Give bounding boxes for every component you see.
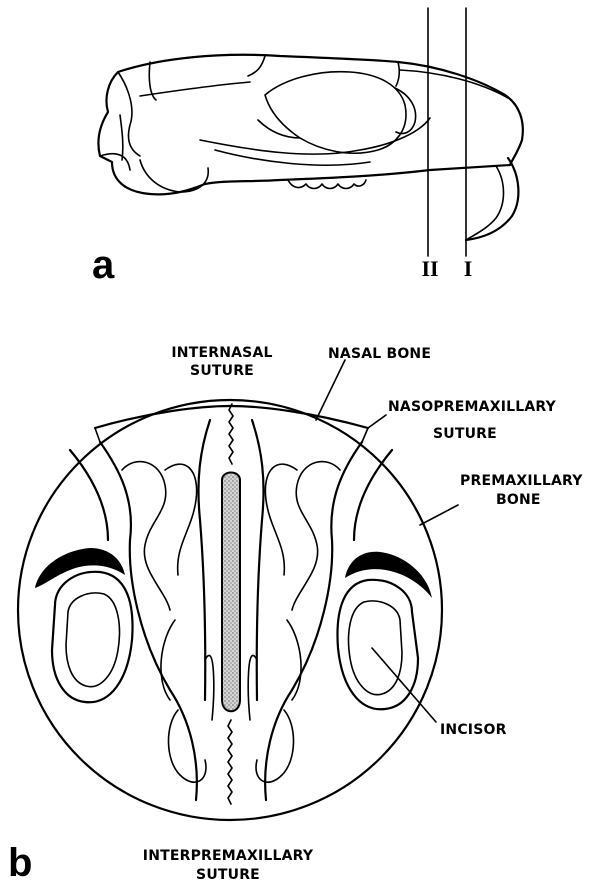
cross-section-drawing [18,400,442,820]
leader-premaxillary-bone [420,505,458,525]
right-incisor-enamel [345,552,432,598]
left-incisor-enamel [35,548,125,588]
label-internasal-suture-line2: SUTURE [190,363,254,379]
label-premaxillary-bone-line1: PREMAXILLARY [460,473,583,489]
section-mark-i: I [464,256,473,281]
interpremaxillary-suture [228,720,232,804]
panel-a-letter: a [92,243,115,287]
label-interpremaxillary-suture-line2: SUTURE [196,867,260,883]
internasal-suture [229,404,233,464]
label-interpremaxillary-suture-line1: INTERPREMAXILLARY [143,848,314,864]
panel-b-letter: b [8,841,32,885]
left-incisor [52,572,133,702]
label-nasopremaxillary-suture-line2: SUTURE [433,426,497,442]
label-nasopremaxillary-suture-line1: NASOPREMAXILLARY [388,399,557,415]
leader-nasal-bone [316,360,345,420]
panel-a: II I a [92,8,523,287]
section-mark-ii: II [421,256,438,281]
right-incisor [337,580,418,709]
skull-lateral-drawing [98,55,522,240]
label-internasal-suture-line1: INTERNASAL [171,345,272,361]
leader-nasopremaxillary-suture [368,415,386,428]
leader-incisor [372,648,436,722]
label-premaxillary-bone-line2: BONE [496,492,541,508]
nasal-septum [222,473,240,712]
label-incisor: INCISOR [440,722,507,738]
panel-b: INTERNASAL SUTURE NASAL BONE NASOPREMAXI… [8,345,583,885]
label-nasal-bone: NASAL BONE [328,346,431,362]
